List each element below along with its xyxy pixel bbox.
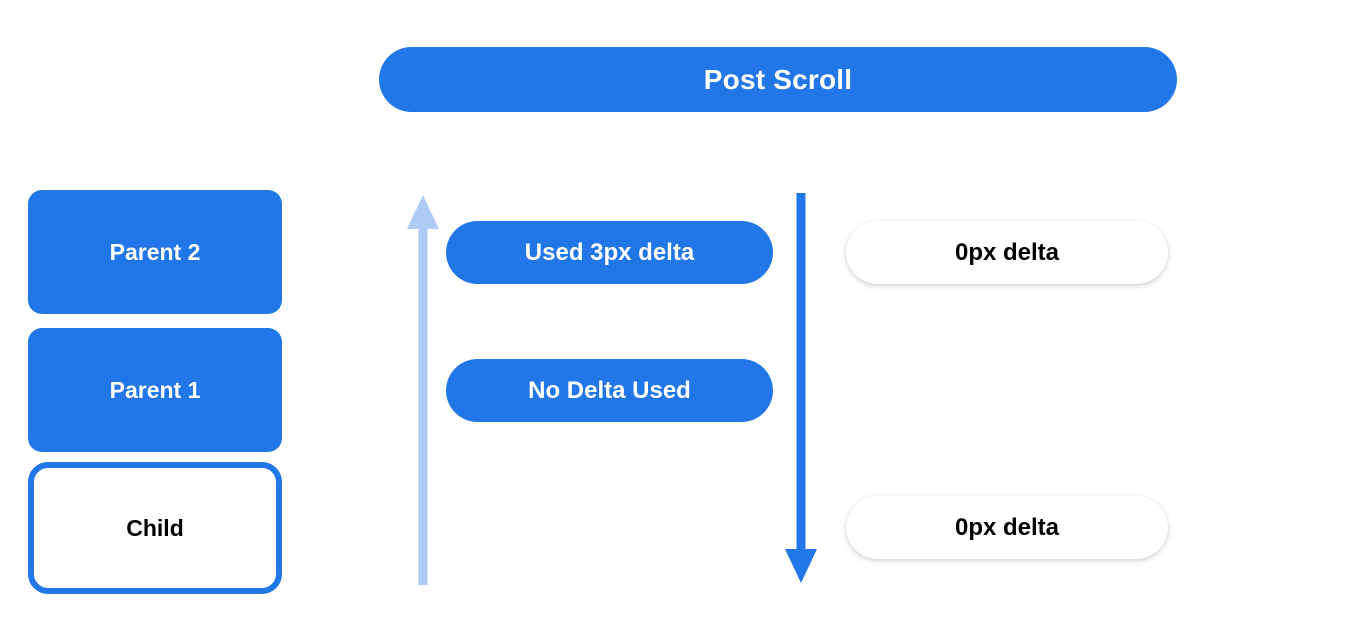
post-scroll-header-label: Post Scroll — [703, 63, 853, 95]
pill-zero-delta-bottom-label: 0px delta — [954, 513, 1060, 541]
node-parent-2-label: Parent 2 — [109, 238, 201, 265]
pill-zero-delta-top-label: 0px delta — [954, 238, 1060, 266]
node-parent-1-label: Parent 1 — [109, 376, 201, 403]
pill-no-delta-used: No Delta Used — [446, 359, 773, 422]
dispatch-down-arrow-icon — [781, 193, 821, 585]
bubble-up-arrow-icon — [403, 193, 443, 585]
node-parent-2: Parent 2 — [28, 190, 282, 314]
pill-zero-delta-top: 0px delta — [846, 221, 1168, 284]
node-parent-1: Parent 1 — [28, 328, 282, 452]
post-scroll-header-banner: Post Scroll — [379, 47, 1177, 112]
node-child-label: Child — [126, 514, 184, 541]
pill-used-3px-delta-label: Used 3px delta — [524, 238, 695, 266]
pill-zero-delta-bottom: 0px delta — [846, 496, 1168, 559]
pill-used-3px-delta: Used 3px delta — [446, 221, 773, 284]
pill-no-delta-used-label: No Delta Used — [528, 376, 691, 404]
node-child: Child — [28, 462, 282, 594]
